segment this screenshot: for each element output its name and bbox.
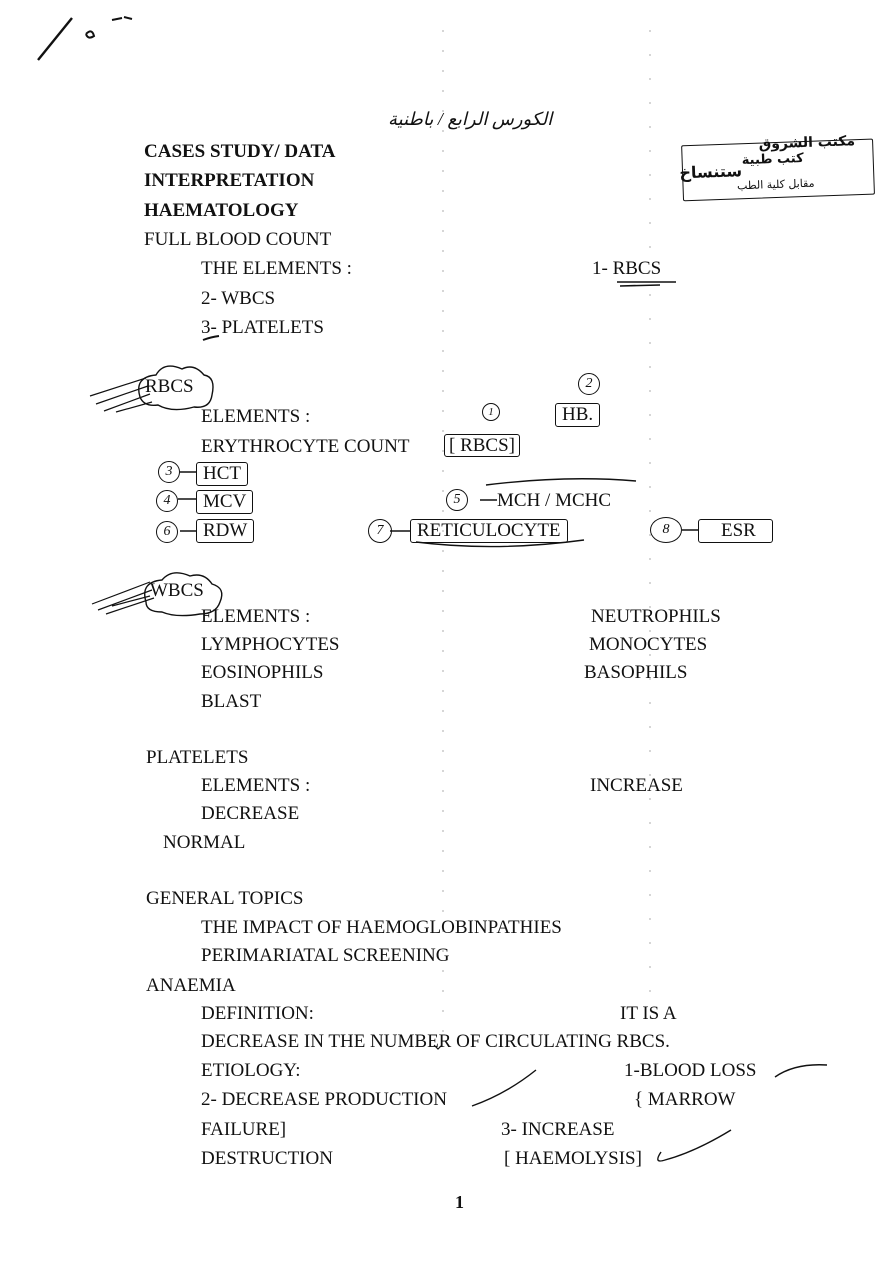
circled-number-4: 4 xyxy=(156,490,178,512)
cause-increase: 3- INCREASE xyxy=(501,1119,615,1140)
general-topic-2: PERIMARIATAL SCREENING xyxy=(201,945,450,966)
page-number: 1 xyxy=(455,1192,464,1212)
cause-marrow-note: { MARROW xyxy=(634,1089,736,1110)
cause-failure-note: FAILURE] xyxy=(201,1119,287,1140)
fbc-item-platelets: 3- PLATELETS xyxy=(201,317,324,338)
rdw-box: RDW xyxy=(196,519,255,543)
rbcs-count-box: [ RBCS] xyxy=(444,434,520,457)
reticulocyte-box: RETICULOCYTE xyxy=(410,519,568,543)
stamp-line-4: مقابل كلية الطب xyxy=(736,176,815,193)
esr-box: ESR xyxy=(698,519,773,543)
stamp-line-2: كتب طبية xyxy=(741,151,804,169)
title-line-1: CASES STUDY/ DATA xyxy=(144,141,336,162)
cause-decrease-production: 2- DECREASE PRODUCTION xyxy=(201,1089,447,1110)
library-stamp: مكتب الشروق كتب طبية ستنساخ مقابل كلية ا… xyxy=(677,133,875,206)
arabic-course-title: الكورس الرابع / باطنية xyxy=(388,109,553,129)
definition-text-a: IT IS A xyxy=(620,1003,677,1024)
rbcs-heading: RBCS xyxy=(145,376,194,397)
platelets-normal: NORMAL xyxy=(163,832,246,853)
hct-box: HCT xyxy=(196,462,248,486)
etiology-label: ETIOLOGY: xyxy=(201,1060,301,1081)
title-line-3: HAEMATOLOGY xyxy=(144,200,299,221)
circled-number-6: 6 xyxy=(156,521,178,543)
circled-number-8: 8 xyxy=(650,517,682,543)
mch-mchc: MCH / MCHC xyxy=(497,490,612,511)
stamp-line-3: ستنساخ xyxy=(679,161,743,183)
wbcs-elements-label: ELEMENTS : xyxy=(201,606,311,627)
lymphocytes: LYMPHOCYTES xyxy=(201,634,340,655)
circled-number-1: 1 xyxy=(482,403,500,421)
cause-destruction: DESTRUCTION xyxy=(201,1148,333,1169)
circled-number-3: 3 xyxy=(158,461,180,483)
eosinophils: EOSINOPHILS xyxy=(201,662,324,683)
circled-number-5: 5 xyxy=(446,489,468,511)
basophils: BASOPHILS xyxy=(584,662,688,683)
wbcs-heading: WBCS xyxy=(150,580,204,601)
hb-box: HB. xyxy=(555,403,601,427)
cause-haemolysis-note: [ HAEMOLYSIS] xyxy=(504,1148,642,1169)
rbcs-elements-label: ELEMENTS : xyxy=(201,406,311,427)
blast: BLAST xyxy=(201,691,262,712)
platelets-decrease: DECREASE xyxy=(201,803,300,824)
stamp-line-1: مكتب الشروق xyxy=(758,133,856,153)
erythrocyte-count: ERYTHROCYTE COUNT xyxy=(201,436,410,457)
monocytes: MONOCYTES xyxy=(589,634,708,655)
fbc-heading: FULL BLOOD COUNT xyxy=(144,229,332,250)
cause-blood-loss: 1-BLOOD LOSS xyxy=(624,1060,757,1081)
fbc-elements-label: THE ELEMENTS : xyxy=(201,258,352,279)
definition-label: DEFINITION: xyxy=(201,1003,314,1024)
circled-number-7: 7 xyxy=(368,519,392,543)
platelets-increase: INCREASE xyxy=(590,775,683,796)
platelets-heading: PLATELETS xyxy=(146,747,249,768)
general-topic-1: THE IMPACT OF HAEMOGLOBINPATHIES xyxy=(201,917,562,938)
anaemia-heading: ANAEMIA xyxy=(146,975,236,996)
fbc-item-wbcs: 2- WBCS xyxy=(201,288,276,309)
general-topics-heading: GENERAL TOPICS xyxy=(146,888,304,909)
platelets-elements-label: ELEMENTS : xyxy=(201,775,311,796)
fbc-item-rbcs: 1- RBCS xyxy=(592,258,662,279)
mcv-box: MCV xyxy=(196,490,254,514)
title-line-2: INTERPRETATION xyxy=(144,170,315,191)
neutrophils: NEUTROPHILS xyxy=(591,606,721,627)
circled-number-2: 2 xyxy=(578,373,600,395)
definition-text-b: DECREASE IN THE NUMBER OF CIRCULATING RB… xyxy=(201,1031,670,1052)
